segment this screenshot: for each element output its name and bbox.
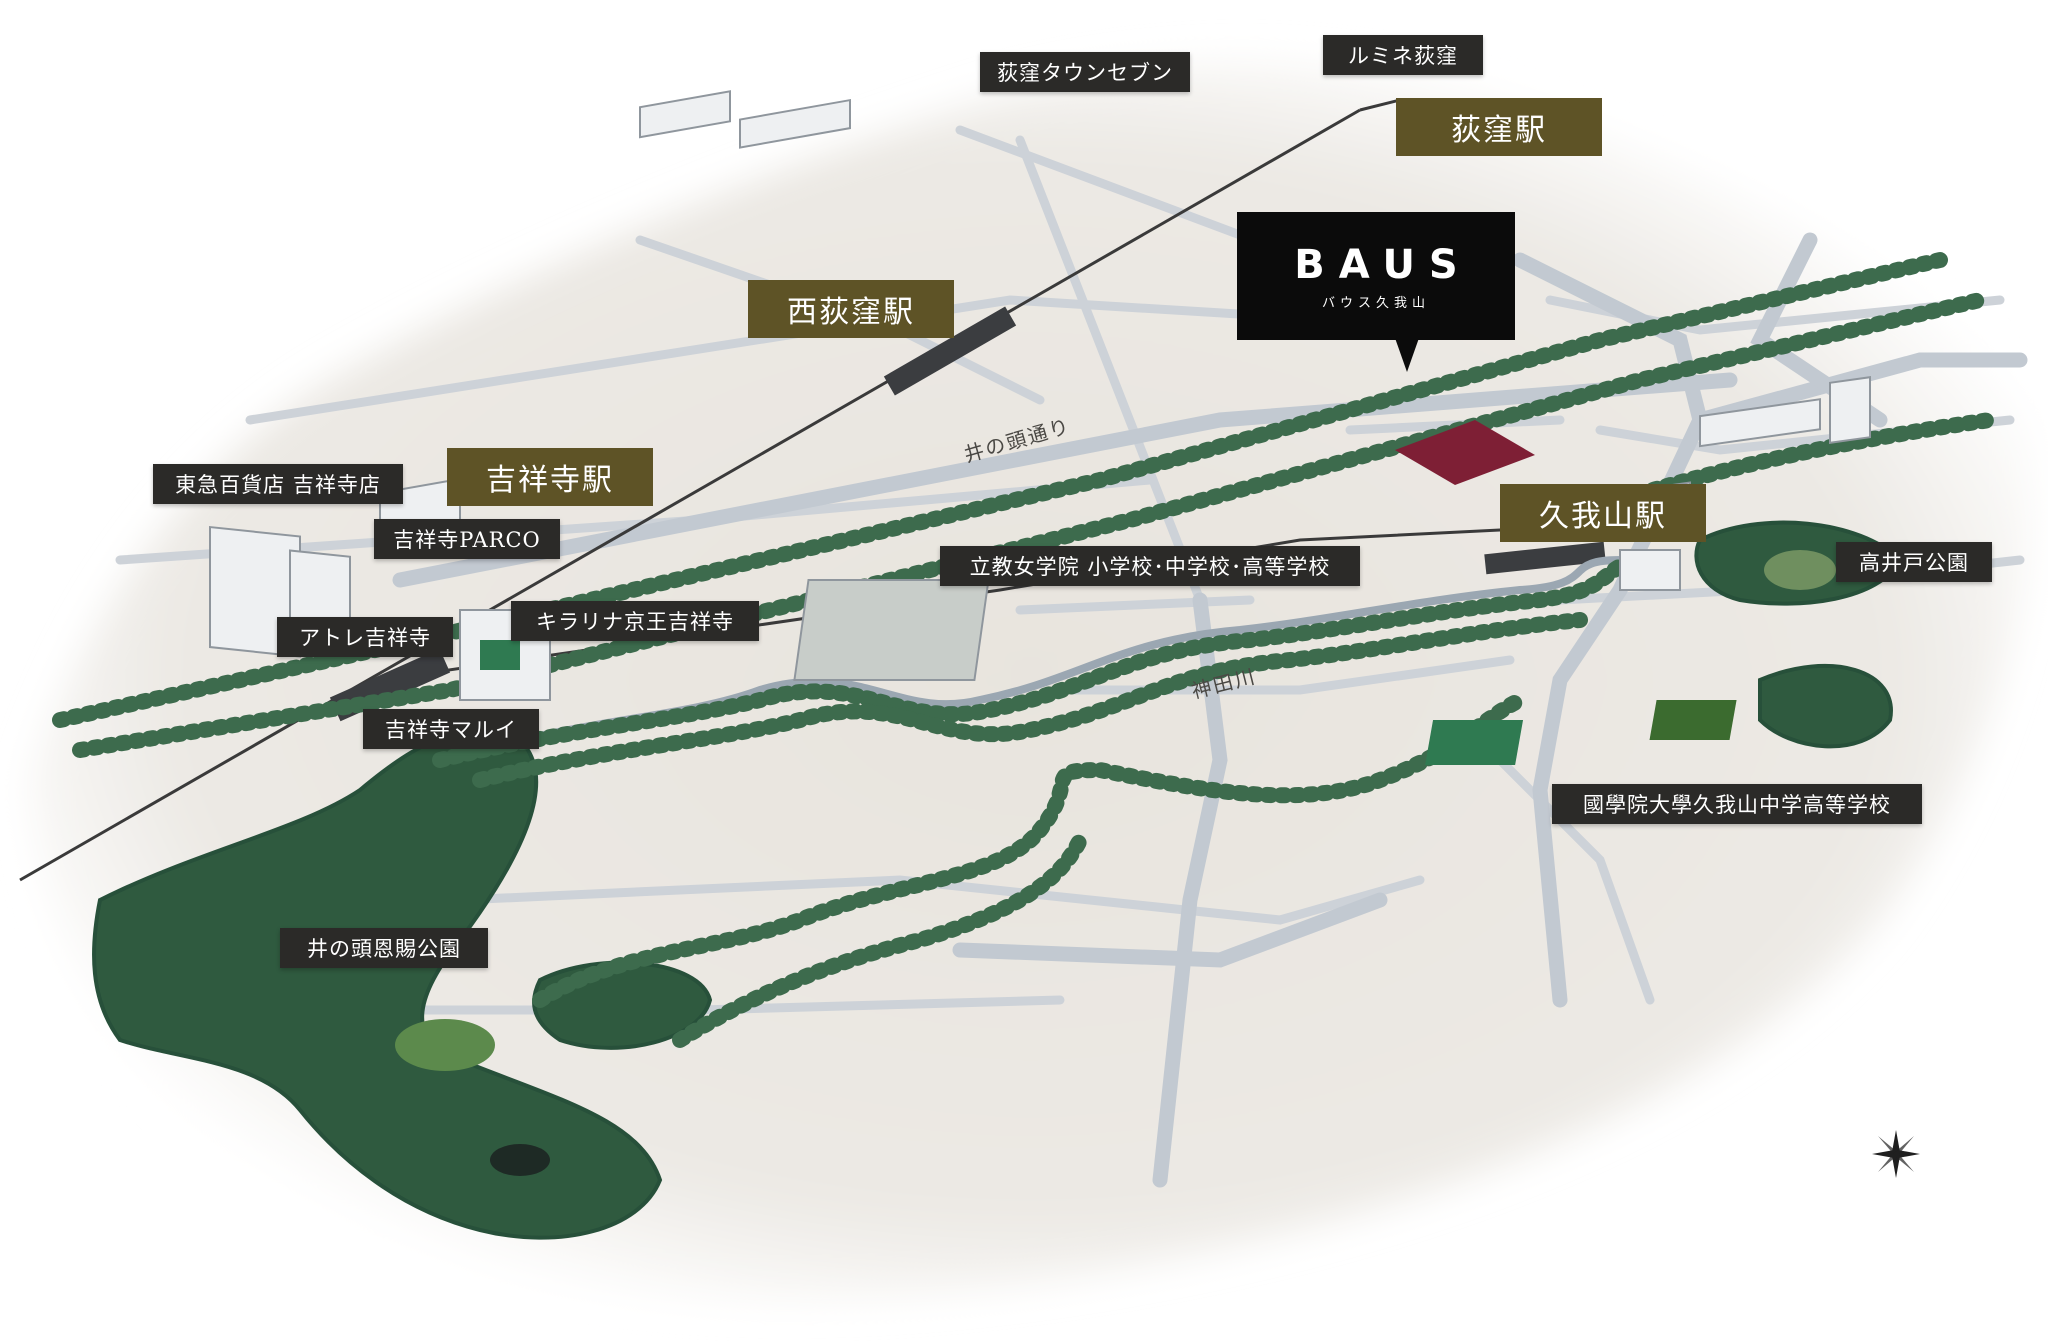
compass-rose-icon bbox=[1872, 1130, 1920, 1178]
station-label-kichijoji[interactable]: 吉祥寺駅 bbox=[447, 448, 653, 506]
project-site bbox=[1395, 420, 1535, 485]
landmark-kokugakuin[interactable]: 國學院大學久我山中学高等学校 bbox=[1552, 784, 1922, 824]
nishi-ogikubo-platform bbox=[883, 306, 1017, 396]
baus-logo-box[interactable]: BAUS バウス久我山 bbox=[1237, 212, 1515, 340]
tree-lines bbox=[52, 252, 1998, 1048]
baus-pointer bbox=[1395, 338, 1419, 372]
landmark-kirarina[interactable]: キラリナ京王吉祥寺 bbox=[511, 601, 759, 641]
kugayama-platform bbox=[1484, 541, 1606, 575]
landmark-lumine-ogikubo[interactable]: ルミネ荻窪 bbox=[1323, 35, 1483, 75]
landmark-inokashira-park[interactable]: 井の頭恩賜公園 bbox=[280, 928, 488, 968]
landmark-rikkyo-girls[interactable]: 立教女学院 小学校･中学校･高等学校 bbox=[940, 546, 1360, 586]
landmark-ogikubo-town-seven[interactable]: 荻窪タウンセブン bbox=[980, 52, 1190, 92]
station-label-kugayama[interactable]: 久我山駅 bbox=[1500, 484, 1706, 542]
station-label-nishi-ogikubo[interactable]: 西荻窪駅 bbox=[748, 280, 954, 338]
landmark-atre-kichijoji[interactable]: アトレ吉祥寺 bbox=[277, 617, 453, 657]
landmark-kichijoji-parco[interactable]: 吉祥寺PARCO bbox=[374, 519, 560, 559]
landmark-kichijoji-marui[interactable]: 吉祥寺マルイ bbox=[363, 709, 539, 749]
park-fields bbox=[395, 550, 1836, 1176]
landmark-takaido-park[interactable]: 高井戸公園 bbox=[1836, 542, 1992, 582]
landmark-tokyu-dept[interactable]: 東急百貨店 吉祥寺店 bbox=[153, 464, 403, 504]
baus-logo: BAUS bbox=[1294, 241, 1472, 288]
station-label-ogikubo[interactable]: 荻窪駅 bbox=[1396, 98, 1602, 156]
baus-subtitle: バウス久我山 bbox=[1321, 295, 1430, 311]
major-roads bbox=[392, 232, 2028, 1188]
sports-fields bbox=[480, 640, 1737, 765]
